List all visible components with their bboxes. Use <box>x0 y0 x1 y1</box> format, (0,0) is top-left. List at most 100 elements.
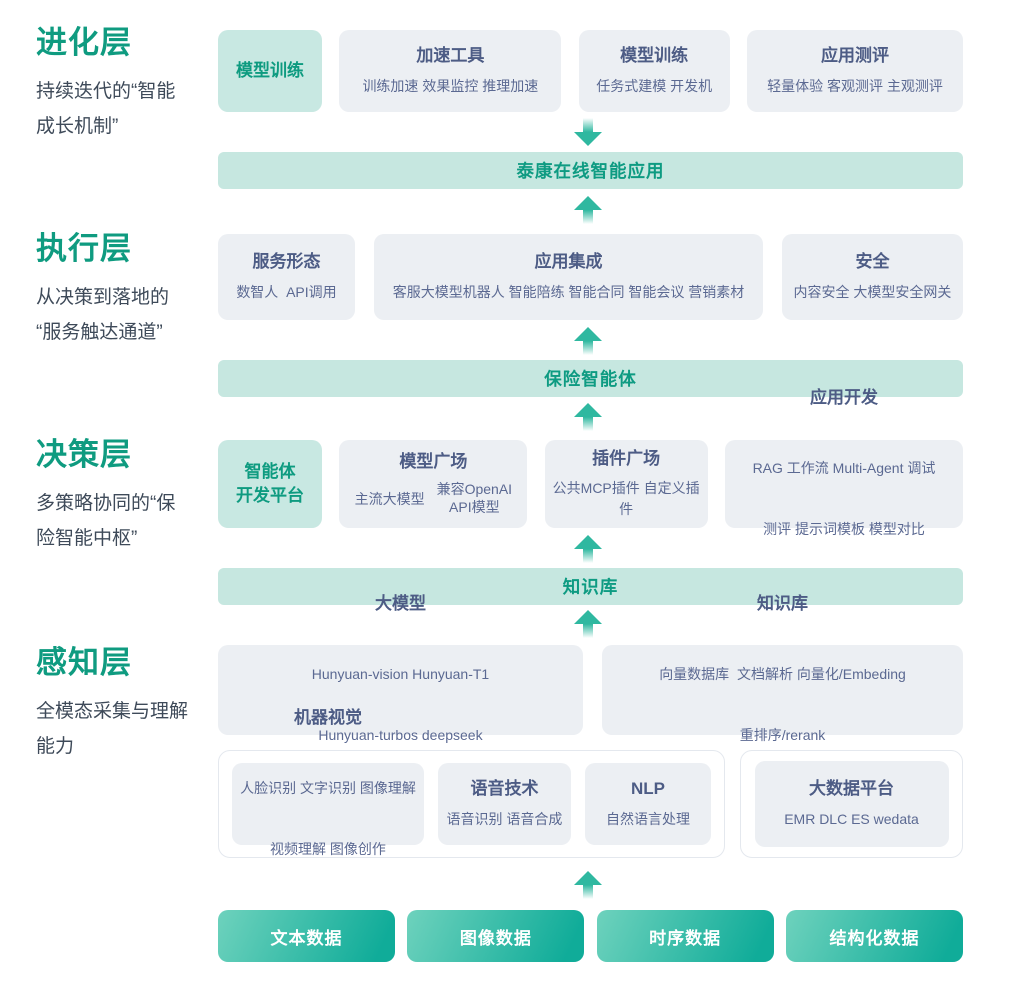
card-security-sub: 内容安全 大模型安全网关 <box>793 283 952 300</box>
card-knowledge-base-detail-title: 知识库 <box>757 594 808 614</box>
card-app-evaluation-sub: 轻量体验 客观测评 主观测评 <box>767 77 943 94</box>
card-agent-dev-platform-line2: 开发平台 <box>236 486 304 505</box>
card-bigdata-platform-sub: EMR DLC ES wedata <box>784 810 919 827</box>
panel-ai-capabilities: 机器视觉 人脸识别 文字识别 图像理解 视频理解 图像创作 语音技术 语音识别 … <box>218 708 725 858</box>
card-nlp: NLP 自然语言处理 <box>585 763 711 845</box>
layer-subtitle-perception-line2: 能力 <box>36 736 75 758</box>
card-model-square-sub-right-line1: 兼容OpenAI <box>436 481 513 498</box>
card-app-development-title: 应用开发 <box>809 388 878 408</box>
card-llm-sub-line1: Hunyuan-vision Hunyuan-T1 <box>311 666 490 683</box>
card-accelerate-tools-sub: 训练加速 效果监控 推理加速 <box>362 77 539 94</box>
arrow-stem <box>583 341 593 355</box>
card-app-evaluation: 应用测评 轻量体验 客观测评 主观测评 <box>746 30 963 112</box>
layer-subtitle-evolution-line2: 成长机制” <box>36 116 119 138</box>
card-llm-sub: Hunyuan-vision Hunyuan-T1 Hunyuan-turbos… <box>312 624 489 786</box>
banner-insurance-agent: 保险智能体 <box>218 360 963 397</box>
card-llm: 大模型 Hunyuan-vision Hunyuan-T1 Hunyuan-tu… <box>218 594 583 743</box>
panel-bigdata: 大数据平台 EMR DLC ES wedata <box>740 750 963 858</box>
button-timeseries-data: 时序数据 <box>596 910 774 962</box>
perception-cards-row: 大模型 Hunyuan-vision Hunyuan-T1 Hunyuan-tu… <box>218 594 963 743</box>
card-model-training-highlight-label: 模型训练 <box>236 61 304 81</box>
card-app-evaluation-title: 应用测评 <box>820 46 889 66</box>
card-model-square-sub-right-line2: API模型 <box>449 498 500 515</box>
card-model-training: 模型训练 任务式建模 开发机 <box>578 30 730 112</box>
arrow-head <box>574 327 602 341</box>
flow-arrow-up-icon <box>574 610 602 638</box>
evolution-cards-row: 模型训练 加速工具 训练加速 效果监控 推理加速 模型训练 任务式建模 开发机 … <box>218 30 963 112</box>
card-model-square-sub: 主流大模型 兼容OpenAI API模型 <box>355 481 512 516</box>
button-structured-data: 结构化数据 <box>785 910 963 962</box>
banner-taikang-app: 泰康在线智能应用 <box>218 152 963 189</box>
arrow-head <box>574 535 602 549</box>
flow-arrow-up-icon <box>574 403 602 431</box>
card-model-square: 模型广场 主流大模型 兼容OpenAI API模型 <box>339 440 528 528</box>
card-app-development: 应用开发 RAG 工作流 Multi-Agent 调试 测评 提示词模板 模型对… <box>724 388 963 537</box>
card-service-form: 服务形态 数智人 API调用 <box>218 234 355 320</box>
card-model-training-highlight: 模型训练 <box>218 30 322 112</box>
banner-taikang-app-label: 泰康在线智能应用 <box>516 161 665 181</box>
card-model-training-title: 模型训练 <box>620 46 689 66</box>
arrow-stem <box>583 624 593 638</box>
layer-subtitle-execution-line2: “服务触达通道” <box>36 322 163 344</box>
layer-subtitle-decision: 多策略协同的“保 险智能中枢” <box>36 486 216 556</box>
arrow-stem <box>583 549 593 563</box>
card-llm-sub-line2: Hunyuan-turbos deepseek <box>318 727 483 743</box>
data-source-row: 文本数据 图像数据 时序数据 结构化数据 <box>218 910 963 962</box>
card-app-integration-title: 应用集成 <box>534 252 603 272</box>
flow-arrow-up-icon <box>574 535 602 563</box>
banner-insurance-agent-label: 保险智能体 <box>544 369 637 389</box>
layer-title-execution: 执行层 <box>36 231 132 266</box>
card-model-square-sub-left: 主流大模型 <box>354 490 425 507</box>
card-security: 安全 内容安全 大模型安全网关 <box>782 234 963 320</box>
layer-subtitle-execution-line1: 从决策到落地的 <box>36 287 170 309</box>
arrow-head <box>574 132 602 146</box>
arrow-head <box>574 610 602 624</box>
card-app-development-sub: RAG 工作流 Multi-Agent 调试 测评 提示词模板 模型对比 <box>753 418 936 580</box>
layer-title-decision: 决策层 <box>36 437 132 472</box>
layer-subtitle-execution: 从决策到落地的 “服务触达通道” <box>36 280 216 350</box>
execution-cards-row: 服务形态 数智人 API调用 应用集成 客服大模型机器人 智能陪练 智能合同 智… <box>218 234 963 320</box>
arrow-stem <box>583 210 593 224</box>
layer-subtitle-decision-line2: 险智能中枢” <box>36 528 138 550</box>
flow-arrow-up-icon <box>574 327 602 355</box>
layer-subtitle-perception-line1: 全模态采集与理解 <box>36 701 189 723</box>
card-agent-dev-platform-label: 智能体 开发平台 <box>236 460 304 508</box>
card-knowledge-base-detail: 知识库 向量数据库 文档解析 向量化/Embeding 重排序/rerank <box>602 594 963 743</box>
card-app-integration: 应用集成 客服大模型机器人 智能陪练 智能合同 智能会议 营销素材 <box>374 234 763 320</box>
layer-title-perception: 感知层 <box>36 645 132 680</box>
layer-label-decision: 决策层 多策略协同的“保 险智能中枢” <box>36 437 216 556</box>
card-computer-vision-sub-line2: 视频理解 图像创作 <box>270 841 386 857</box>
button-image-data: 图像数据 <box>407 910 585 962</box>
layer-subtitle-evolution-line1: 持续迭代的“智能 <box>36 81 176 103</box>
card-service-form-title: 服务形态 <box>252 252 321 272</box>
card-app-development-sub-line1: RAG 工作流 Multi-Agent 调试 <box>752 460 936 477</box>
layer-subtitle-evolution: 持续迭代的“智能 成长机制” <box>36 74 216 144</box>
layer-subtitle-decision-line1: 多策略协同的“保 <box>36 493 176 515</box>
card-speech-tech-title: 语音技术 <box>470 779 539 799</box>
card-computer-vision: 机器视觉 人脸识别 文字识别 图像理解 视频理解 图像创作 <box>232 708 424 857</box>
card-knowledge-base-detail-sub: 向量数据库 文档解析 向量化/Embeding 重排序/rerank <box>659 624 906 786</box>
banner-knowledge-base: 知识库 <box>218 568 963 605</box>
card-computer-vision-title: 机器视觉 <box>294 708 362 728</box>
arrow-head <box>574 403 602 417</box>
card-plugin-square-title: 插件广场 <box>592 449 661 468</box>
button-text-data: 文本数据 <box>218 910 395 962</box>
arrow-stem <box>583 885 593 899</box>
card-nlp-sub: 自然语言处理 <box>606 810 690 827</box>
flow-arrow-up-icon <box>574 871 602 899</box>
arrow-stem <box>583 118 593 132</box>
banner-knowledge-base-label: 知识库 <box>562 577 619 597</box>
decision-cards-row: 智能体 开发平台 模型广场 主流大模型 兼容OpenAI API模型 插件广场 … <box>218 388 963 537</box>
card-llm-title: 大模型 <box>375 594 426 614</box>
card-knowledge-base-detail-sub-line1: 向量数据库 文档解析 向量化/Embeding <box>659 666 906 683</box>
arrow-head <box>574 196 602 210</box>
layer-title-evolution: 进化层 <box>36 25 132 60</box>
card-knowledge-base-detail-sub-line2: 重排序/rerank <box>739 727 826 743</box>
flow-arrow-up-icon <box>574 196 602 224</box>
card-accelerate-tools-title: 加速工具 <box>416 46 485 66</box>
card-app-development-sub-line2: 测评 提示词模板 模型对比 <box>763 521 925 537</box>
card-service-form-sub: 数智人 API调用 <box>236 283 337 300</box>
card-plugin-square: 插件广场 公共MCP插件 自定义插件 <box>544 440 708 528</box>
arrow-head <box>574 871 602 885</box>
